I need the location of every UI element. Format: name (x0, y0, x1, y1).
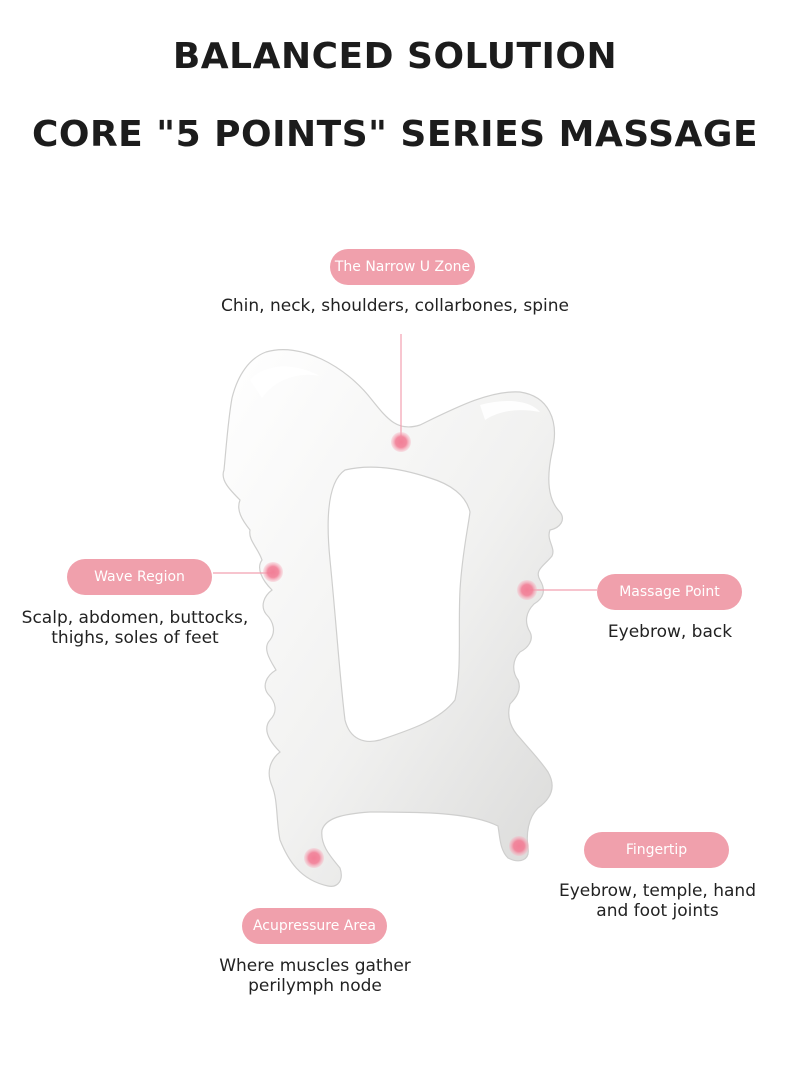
heading-line-2: CORE "5 POINTS" SERIES MASSAGE (31, 114, 759, 155)
fingertip-desc-line: Eyebrow, temple, hand (558, 881, 756, 901)
wave-region-pill: Wave Region (67, 559, 212, 595)
fingertip-desc-line: and foot joints (596, 901, 719, 921)
narrow-u-zone-description: Chin, neck, shoulders, collarbones, spin… (180, 296, 610, 316)
narrow-u-marker (391, 432, 411, 452)
wave-region-marker (263, 562, 283, 582)
massage-point-desc-line: Eyebrow, back (607, 622, 733, 642)
acupressure-area-desc-line: Where muscles gather (219, 956, 411, 976)
wave-region-description: Scalp, abdomen, buttocks, thighs, soles … (10, 608, 260, 648)
wave-region-desc-line: thighs, soles of feet (51, 628, 219, 648)
massage-point-pill: Massage Point (597, 574, 742, 610)
narrow-u-zone-pill: The Narrow U Zone (330, 249, 475, 285)
heading-line-1: BALANCED SOLUTION (172, 36, 618, 77)
acupressure-area-description: Where muscles gather perilymph node (200, 956, 430, 996)
fingertip-pill: Fingertip (584, 832, 729, 868)
fingertip-marker (509, 836, 529, 856)
acupressure-area-pill: Acupressure Area (242, 908, 387, 944)
massage-point-description: Eyebrow, back (570, 622, 770, 642)
acupressure-marker (304, 848, 324, 868)
fingertip-description: Eyebrow, temple, hand and foot joints (550, 881, 765, 921)
wave-region-desc-line: Scalp, abdomen, buttocks, (21, 608, 249, 628)
acupressure-area-desc-line: perilymph node (248, 976, 382, 996)
gua-sha-tool-body (222, 349, 563, 887)
narrow-u-zone-desc-line: Chin, neck, shoulders, collarbones, spin… (221, 296, 569, 316)
massage-point-marker (517, 580, 537, 600)
